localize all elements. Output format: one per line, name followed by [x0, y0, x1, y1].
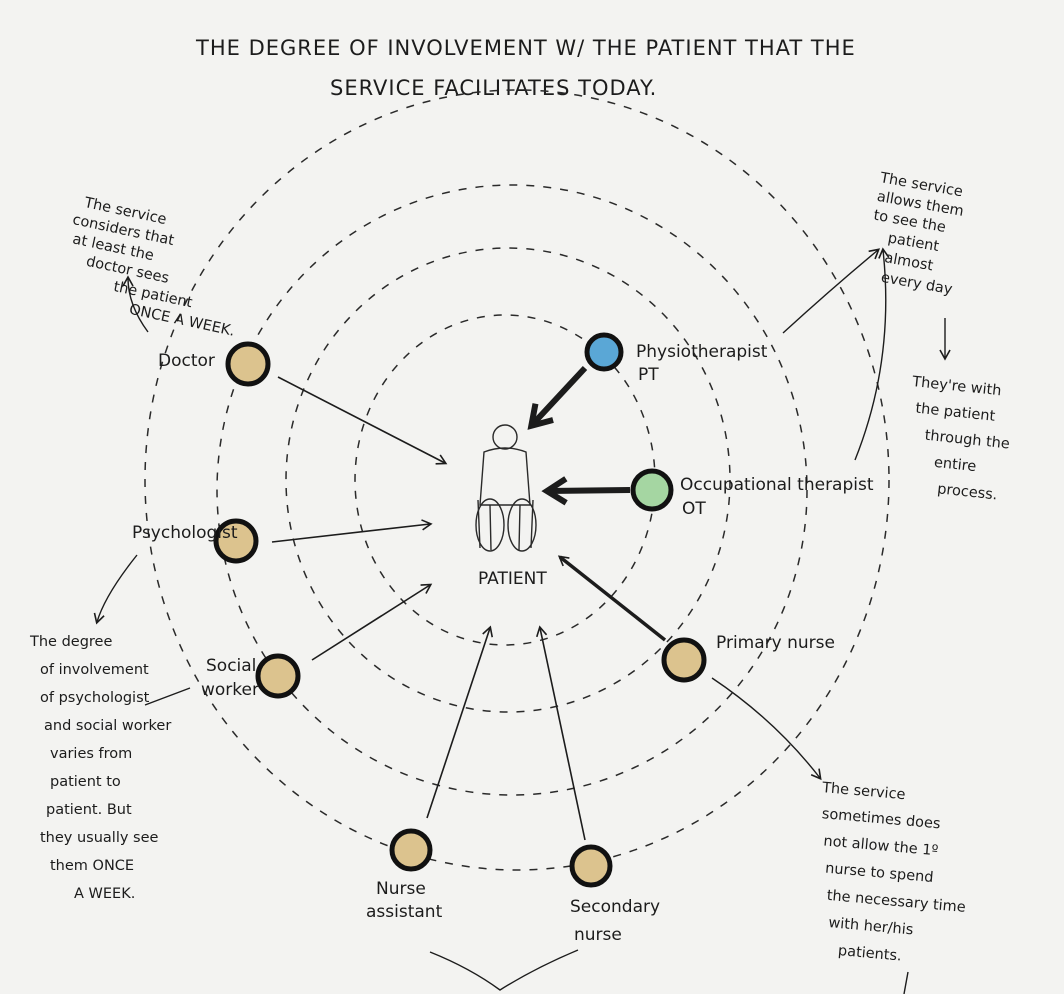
node-psychologist: [213, 518, 259, 564]
note-therapists-a: The service allows them to see the patie…: [872, 170, 965, 298]
arrow-primary-nurse-note: [711, 677, 822, 781]
note-psych-social: The degree of involvement of psychologis…: [29, 634, 171, 902]
arrow-occupational-therapist: [541, 476, 631, 506]
line-bottom-right: [903, 971, 909, 994]
note-primary-nurse-line: the necessary time: [826, 888, 966, 916]
note-psych-social-line: A WEEK.: [74, 886, 135, 902]
ring-outer: [144, 89, 890, 871]
label-physiotherapist-2: PT: [638, 365, 659, 385]
node-occupational-therapist: [630, 468, 674, 512]
label-occupational-therapist-2: OT: [682, 499, 706, 519]
arrow-psychologist: [271, 519, 433, 543]
title-line-1: THE DEGREE OF INVOLVEMENT W/ THE PATIENT…: [195, 36, 856, 60]
note-psych-social-line: them ONCE: [50, 858, 134, 874]
role-nodes: [213, 332, 707, 888]
arrow-social-note: [144, 687, 191, 706]
label-nurse-assistant-2: assistant: [366, 902, 443, 922]
note-primary-nurse: The service sometimes does not allow the…: [820, 780, 966, 965]
node-physiotherapist: [584, 332, 624, 372]
note-psych-social-line: they usually see: [40, 830, 159, 846]
arrow-doctor: [277, 376, 448, 465]
label-secondary-nurse-2: nurse: [574, 925, 622, 945]
note-therapists-b-line: through the: [924, 428, 1011, 453]
arrow-doctor-note: [122, 275, 149, 333]
node-social-worker: [255, 653, 301, 699]
title-line-2: SERVICE FACILITATES TODAY.: [330, 76, 657, 100]
note-primary-nurse-line: The service: [820, 780, 906, 803]
note-psych-social-line: varies from: [50, 746, 132, 762]
ring-3: [216, 184, 808, 796]
arrow-physiotherapist: [527, 365, 588, 430]
node-primary-nurse: [661, 637, 707, 683]
note-psych-social-line: and social worker: [44, 718, 171, 734]
label-psychologist: Psychologist: [132, 523, 238, 543]
label-social-worker-2: worker: [201, 680, 259, 700]
label-social-worker-1: Social: [206, 656, 256, 676]
note-psych-social-line: patient. But: [46, 802, 132, 818]
note-therapists-b: They're with the patient through the ent…: [910, 374, 1011, 504]
note-therapists-a-line: every day: [880, 270, 954, 298]
label-physiotherapist-1: Physiotherapist: [636, 342, 768, 362]
label-primary-nurse: Primary nurse: [716, 633, 835, 653]
note-psych-social-line: of psychologist: [40, 690, 150, 706]
note-primary-nurse-line: nurse to spend: [824, 861, 934, 886]
note-therapists-b-line: the patient: [915, 401, 997, 425]
arrow-ot-note: [854, 247, 890, 461]
arrow-pt-note: [782, 248, 881, 334]
note-therapists-b-line: They're with: [910, 374, 1002, 399]
note-psych-social-line: The degree: [29, 634, 112, 650]
label-occupational-therapist-1: Occupational therapist: [680, 475, 874, 495]
note-doctor: The service considers that at least the …: [71, 195, 236, 340]
connectors: [93, 247, 951, 994]
note-primary-nurse-line: patients.: [837, 943, 902, 964]
arrow-psych-note: [93, 554, 138, 625]
patient-label: PATIENT: [478, 569, 547, 589]
label-nurse-assistant-1: Nurse: [376, 879, 426, 899]
node-secondary-nurse: [569, 844, 613, 888]
arrow-primary-nurse: [557, 555, 667, 642]
arrow-nurse-assistant: [426, 625, 494, 819]
note-psych-social-line: patient to: [50, 774, 121, 790]
note-therapists-b-line: entire: [933, 455, 977, 475]
node-nurse-assistant: [389, 828, 433, 872]
ring-2: [285, 247, 731, 713]
arrow-social-worker: [311, 583, 433, 661]
patient-figure-icon: [475, 424, 537, 552]
note-therapists-b-line: process.: [936, 481, 998, 503]
note-psych-social-line: of involvement: [40, 662, 149, 678]
arrow-secondary-nurse: [536, 625, 586, 841]
note-primary-nurse-line: sometimes does: [821, 806, 941, 832]
bracket-nurses: [429, 949, 579, 991]
label-secondary-nurse-1: Secondary: [570, 897, 660, 917]
node-doctor: [225, 341, 271, 387]
label-doctor: Doctor: [158, 351, 215, 371]
note-primary-nurse-line: with her/his: [828, 915, 914, 938]
note-primary-nurse-line: not allow the 1º: [823, 833, 939, 859]
